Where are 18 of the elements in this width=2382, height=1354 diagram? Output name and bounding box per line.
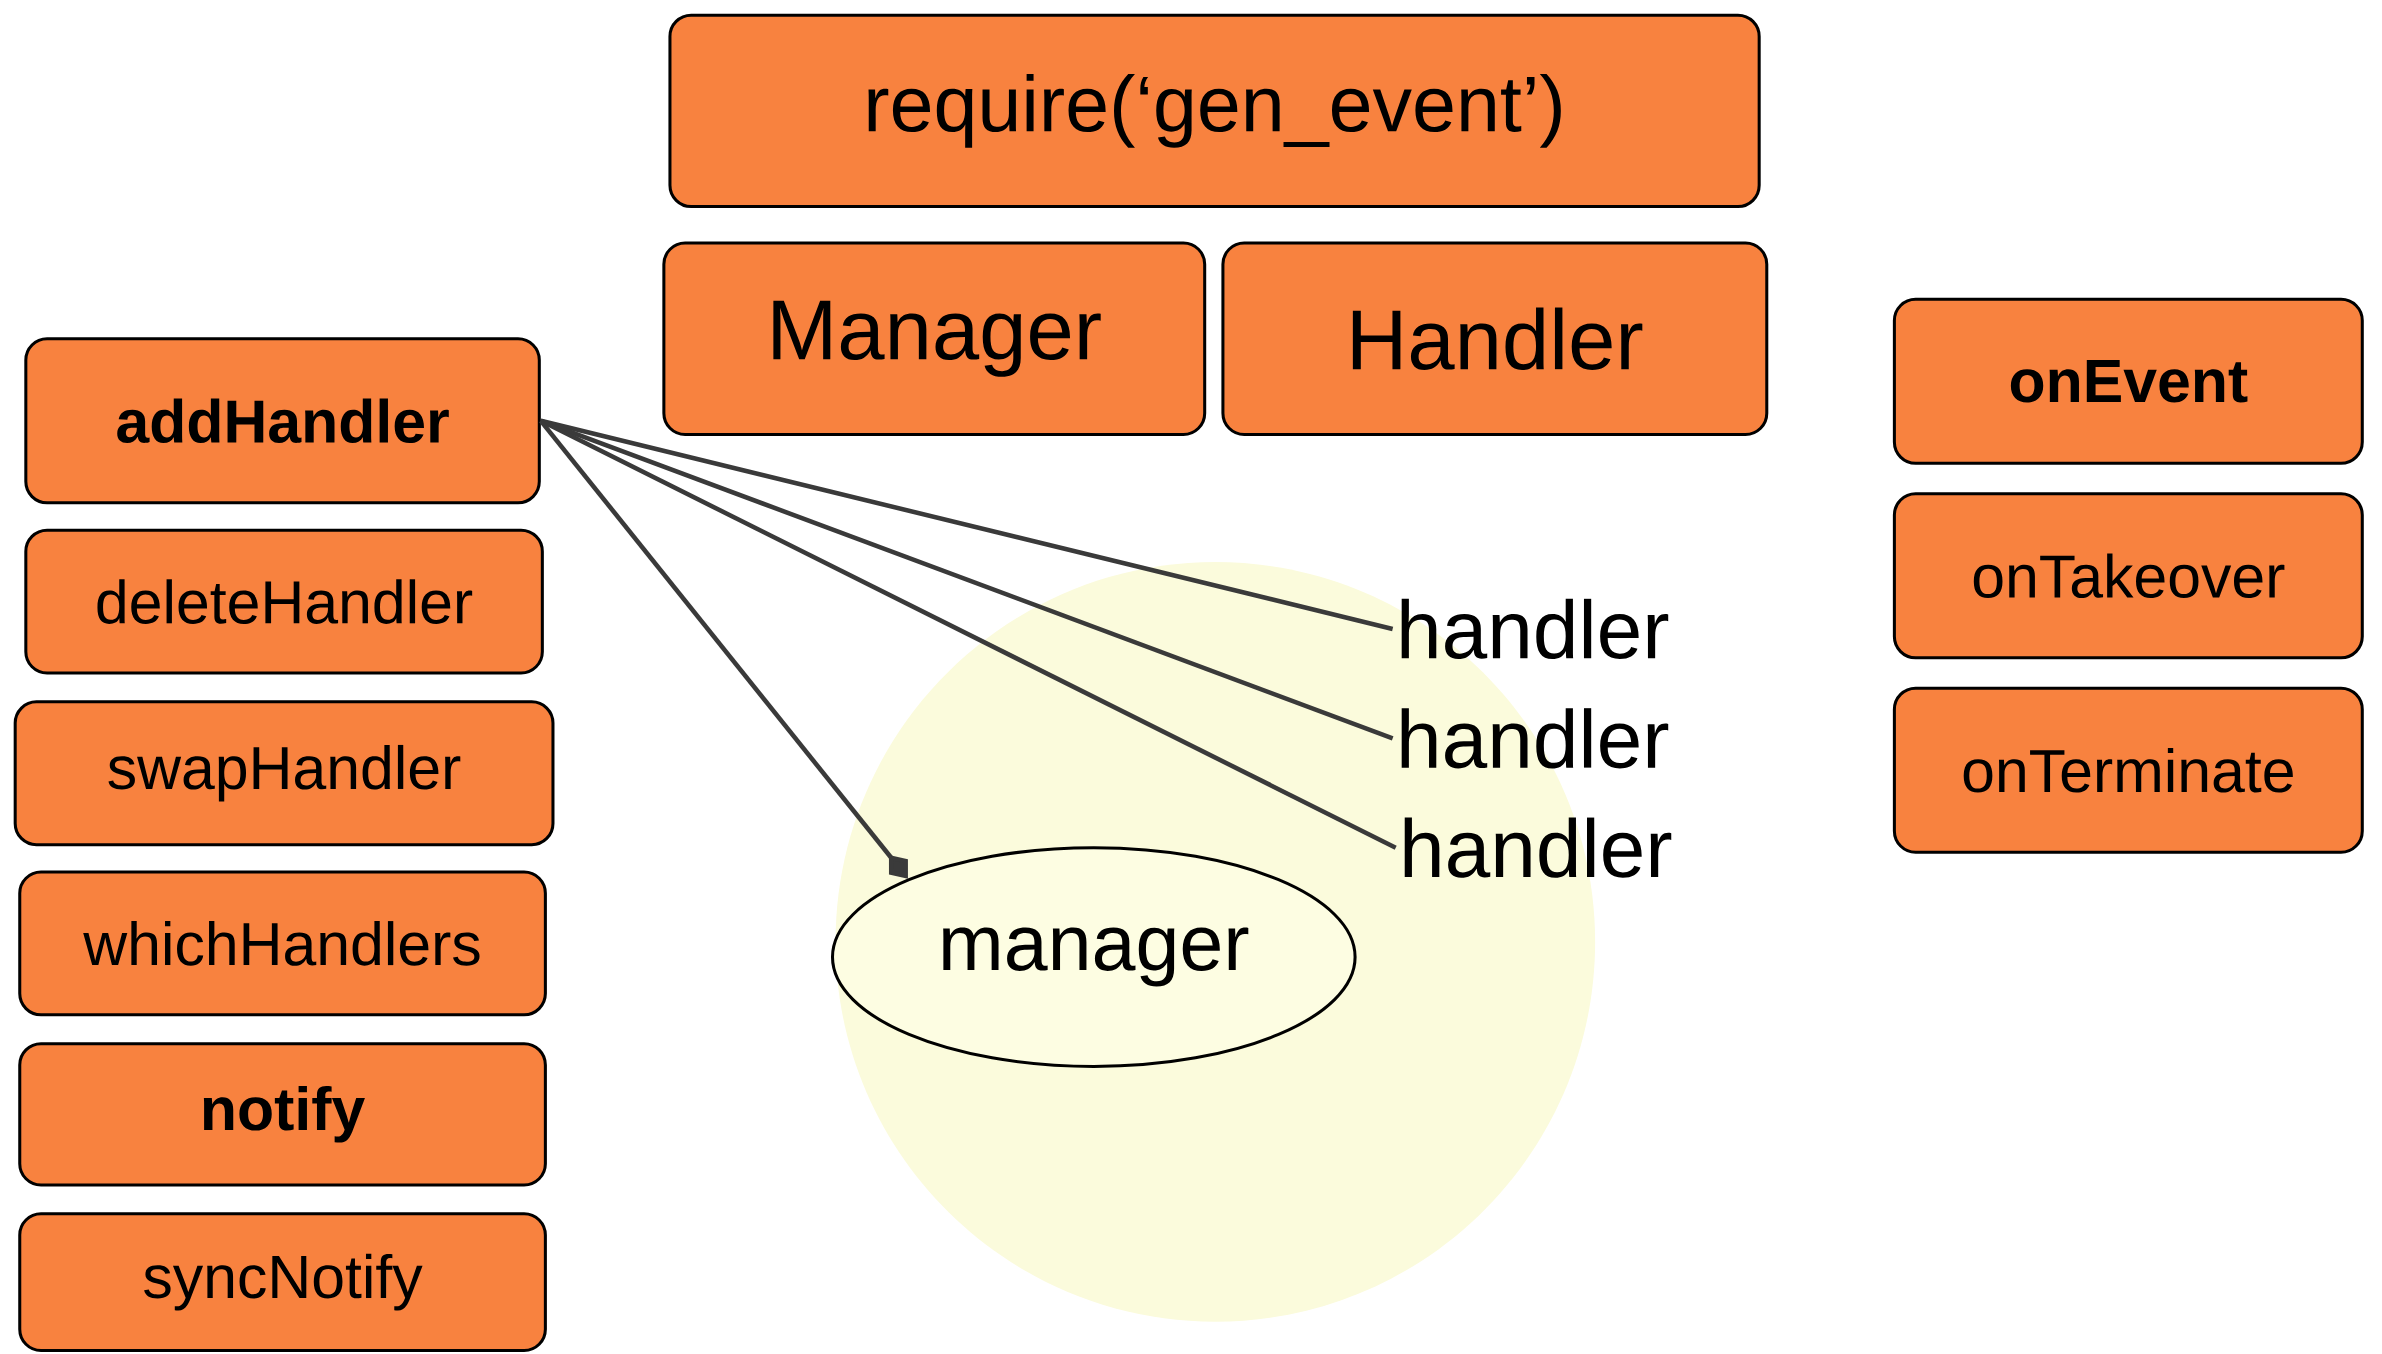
- function-box: whichHandlers: [18, 870, 547, 1017]
- handler-label: handler: [1401, 599, 1669, 660]
- function-box: swapHandler: [13, 700, 555, 847]
- function-box: notify: [18, 1042, 547, 1187]
- connector-line: [539, 419, 1397, 850]
- function-box: Manager: [662, 241, 1207, 437]
- handler-label: handler: [1401, 708, 1669, 769]
- function-box: addHandler: [24, 337, 541, 505]
- function-box: onTakeover: [1892, 492, 2364, 660]
- function-box: onTerminate: [1892, 686, 2364, 854]
- function-box: deleteHandler: [24, 528, 544, 675]
- function-box: onEvent: [1892, 297, 2364, 466]
- function-box: require(‘gen_event’): [668, 13, 1761, 209]
- connector-line: [540, 418, 1394, 741]
- function-box: syncNotify: [18, 1212, 547, 1353]
- handler-label: handler: [1404, 817, 1672, 879]
- function-box: Handler: [1221, 241, 1769, 437]
- connector-line: [539, 419, 908, 879]
